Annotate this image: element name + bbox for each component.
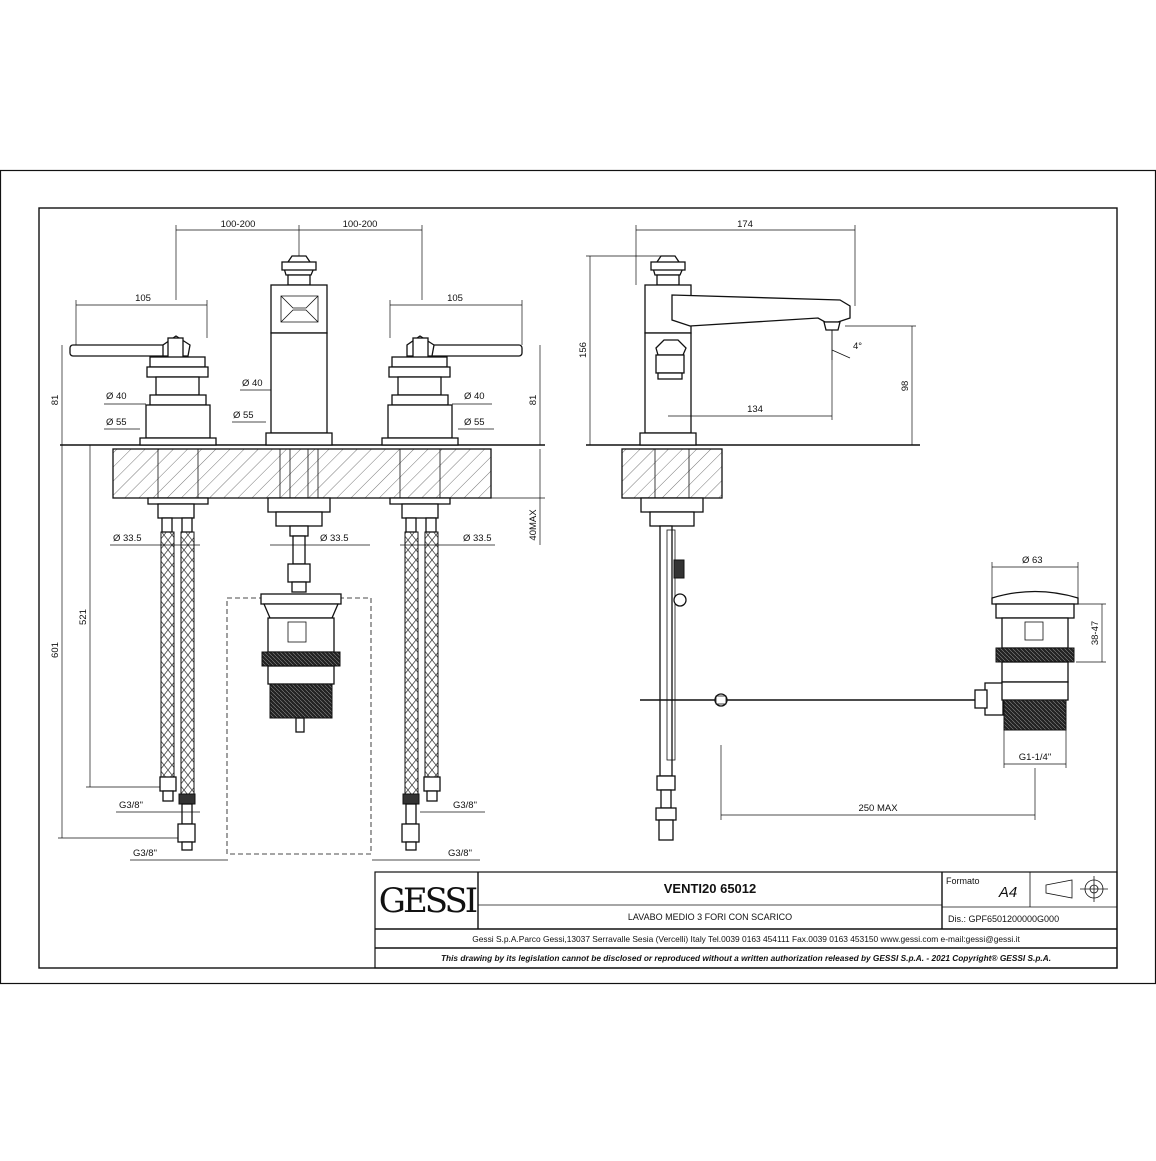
deck-section: [112, 448, 492, 499]
dim-total-height: 156: [578, 342, 589, 358]
dim-diam40-right: Ø 40: [464, 391, 485, 402]
dim-g38-left-upper: G3/8": [119, 800, 143, 811]
dim-lever-left: 105: [135, 293, 151, 304]
right-valve: [381, 335, 523, 851]
dim-spacing-left: 100-200: [221, 219, 256, 230]
dim-diam335-center: Ø 33.5: [320, 533, 349, 544]
dim-g38-left-lower: G3/8": [133, 848, 157, 859]
center-spout: [226, 255, 372, 855]
dim-waste-diam: Ø 63: [1022, 555, 1043, 566]
dim-angle: 4°: [853, 341, 862, 352]
dim-waste-thread: G1-1/4": [1019, 752, 1051, 763]
dim-g38-right-upper: G3/8": [453, 800, 477, 811]
dim-diam335-right: Ø 33.5: [463, 533, 492, 544]
dim-diam55-center: Ø 55: [233, 410, 254, 421]
dim-lever-right: 105: [447, 293, 463, 304]
dim-diam335-left: Ø 33.5: [113, 533, 142, 544]
dim-hose-521: 521: [78, 609, 89, 625]
dim-waste-height: 38-47: [1090, 621, 1101, 645]
copyright-notice: This drawing by its legislation cannot b…: [441, 953, 1051, 963]
side-deck-section: [621, 448, 723, 499]
side-dimensions: 174 156 4° 98 134 Ø 63 38-47 G1-: [578, 219, 1106, 820]
dim-diam40-left: Ø 40: [106, 391, 127, 402]
dim-height-left: 81: [50, 395, 61, 406]
dim-diam55-left: Ø 55: [106, 417, 127, 428]
dim-deck-max: 40MAX: [528, 509, 539, 541]
dim-diam40-center: Ø 40: [242, 378, 263, 389]
dim-spacing-right: 100-200: [343, 219, 378, 230]
dim-outlet-height: 98: [900, 381, 911, 392]
gessi-logo: GESSI: [379, 881, 477, 921]
dim-diam55-right: Ø 55: [464, 417, 485, 428]
drawing-number: Dis.: GPF6501200000G000: [948, 914, 1059, 924]
dim-hose-601: 601: [50, 642, 61, 658]
waste-cap: [991, 590, 1079, 605]
dim-spout-reach: 174: [737, 219, 753, 230]
format-label: Formato: [946, 876, 980, 886]
projection-symbol-icon: [1045, 876, 1108, 902]
dim-rod-length: 250 MAX: [858, 803, 898, 814]
dim-outlet-reach: 134: [747, 404, 763, 415]
front-dimensions: 100-200 100-200 105 105 81 81 Ø 40 Ø 55 …: [50, 219, 545, 861]
front-view: 100-200 100-200 105 105 81 81 Ø 40 Ø 55 …: [50, 219, 545, 861]
product-description: LAVABO MEDIO 3 FORI CON SCARICO: [628, 912, 792, 922]
inner-frame: [38, 207, 1118, 969]
dim-height-right: 81: [528, 395, 539, 406]
side-view: 174 156 4° 98 134 Ø 63 38-47 G1-: [578, 219, 1106, 841]
title-block: GESSI VENTI20 65012 LAVABO MEDIO 3 FORI …: [374, 871, 1118, 969]
company-info: Gessi S.p.A.Parco Gessi,13037 Serravalle…: [472, 934, 1020, 944]
product-code: VENTI20 65012: [664, 881, 757, 896]
dim-g38-right-lower: G3/8": [448, 848, 472, 859]
left-valve: [69, 335, 217, 851]
format-value: A4: [998, 884, 1017, 901]
